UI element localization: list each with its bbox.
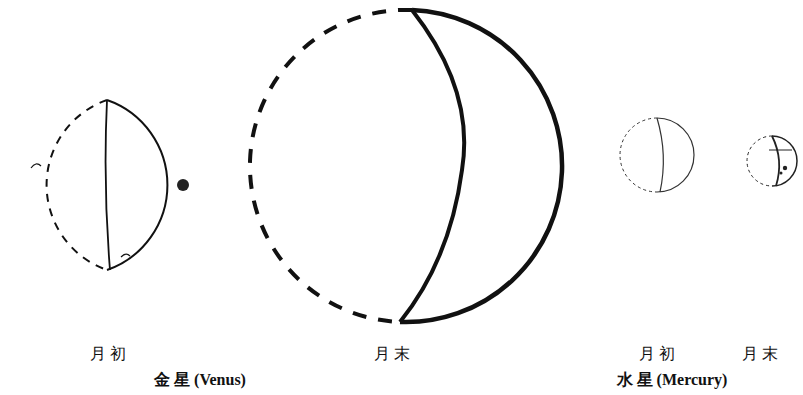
phase-time-label: 月 初 [90, 344, 126, 363]
phase-time-label: 月 末 [374, 344, 410, 363]
phase-time-label: 月 末 [742, 344, 778, 363]
venus-late-phase [250, 10, 562, 322]
mercury-late-phase [747, 136, 797, 186]
planet-name: 金 星 (Venus) [154, 370, 246, 389]
mercury-early-phase [620, 118, 694, 192]
planet-name: 水 星 (Mercury) [617, 370, 728, 389]
phase-time-label: 月 初 [639, 344, 675, 363]
venus-early-phase [31, 100, 189, 270]
